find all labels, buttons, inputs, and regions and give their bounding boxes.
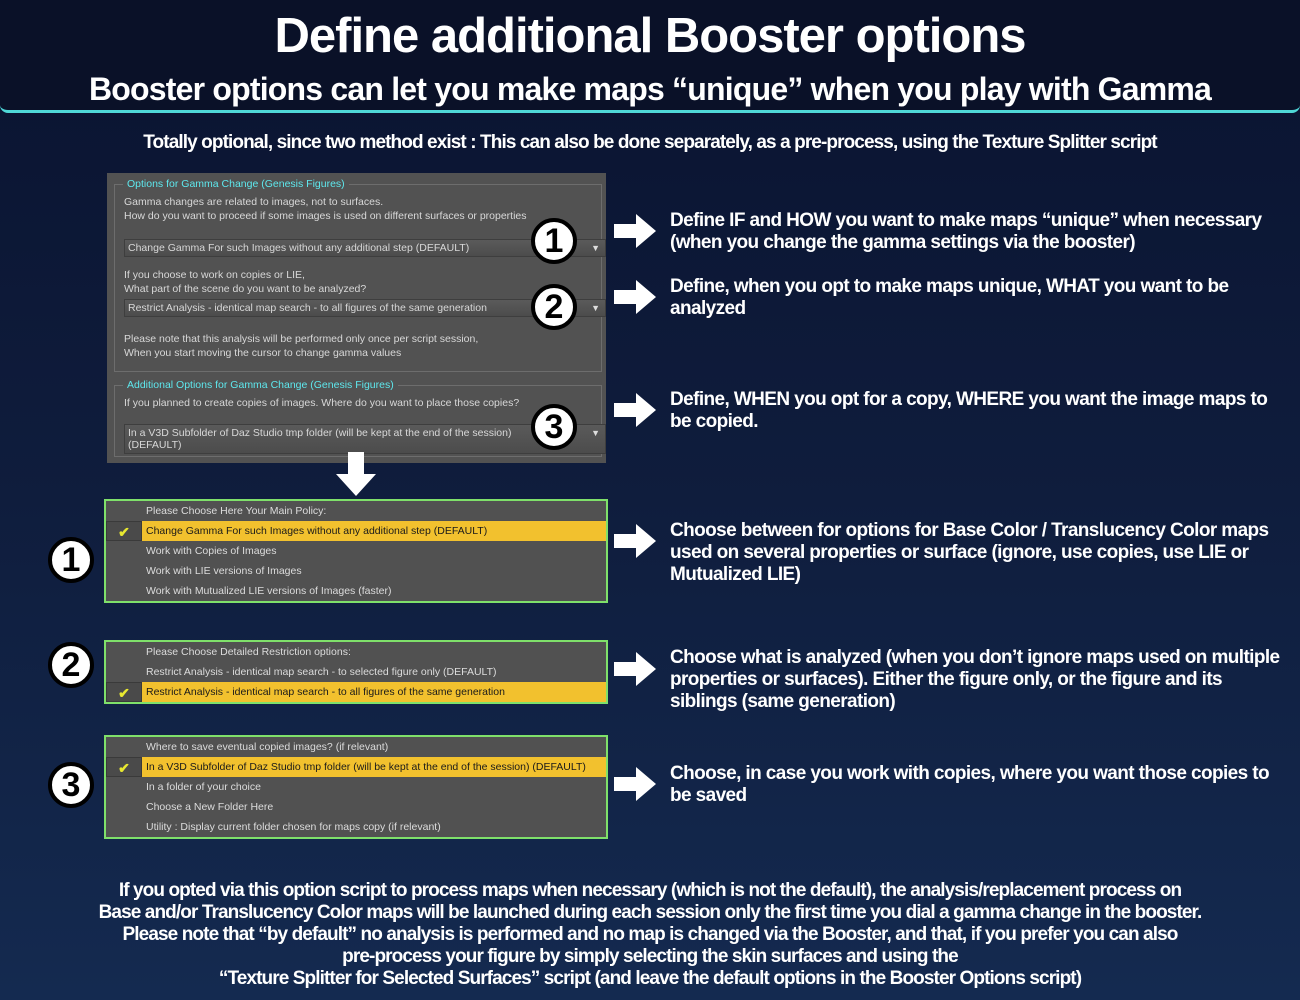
footer-line: pre-process your figure by simply select… bbox=[342, 946, 959, 967]
arrow-right-icon bbox=[614, 214, 656, 248]
arrow-right-icon bbox=[614, 652, 656, 686]
footer-line: “Texture Splitter for Selected Surfaces”… bbox=[218, 968, 1082, 989]
copy-location-dropdown[interactable]: In a V3D Subfolder of Daz Studio tmp fol… bbox=[124, 424, 606, 454]
options-dialog: Options for Gamma Change (Genesis Figure… bbox=[107, 173, 606, 463]
note-menu-3: Choose, in case you work with copies, wh… bbox=[670, 763, 1270, 806]
group-title: Options for Gamma Change (Genesis Figure… bbox=[123, 178, 349, 190]
number-badge-3: 3 bbox=[531, 404, 577, 450]
label: What part of the scene do you want to be… bbox=[124, 283, 367, 295]
dropdown-value: In a V3D Subfolder of Daz Studio tmp fol… bbox=[128, 427, 512, 451]
menu-header: Please Choose Here Your Main Policy: bbox=[146, 505, 327, 517]
menu-item-label: Change Gamma For such Images without any… bbox=[146, 525, 488, 537]
footer-line: If you opted via this option script to p… bbox=[118, 880, 1182, 901]
chevron-down-icon: ▼ bbox=[591, 243, 600, 253]
policy-dropdown[interactable]: Change Gamma For such Images without any… bbox=[124, 239, 606, 257]
menu-item[interactable]: Restrict Analysis - identical map search… bbox=[146, 666, 497, 678]
page-title: Define additional Booster options bbox=[274, 9, 1026, 63]
arrow-down-icon bbox=[336, 452, 376, 496]
page-subtitle: Booster options can let you make maps “u… bbox=[88, 71, 1212, 107]
menu-item[interactable]: Work with LIE versions of Images bbox=[146, 565, 302, 577]
note-dialog-3: Define, WHEN you opt for a copy, WHERE y… bbox=[670, 389, 1268, 432]
number-badge-3: 3 bbox=[48, 762, 94, 808]
intro-text: Totally optional, since two method exist… bbox=[143, 132, 1157, 153]
header-banner bbox=[0, 0, 1300, 113]
note-dialog-1: Define IF and HOW you want to make maps … bbox=[670, 210, 1262, 253]
restriction-dropdown[interactable]: Restrict Analysis - identical map search… bbox=[124, 299, 606, 317]
number-badge-1: 1 bbox=[48, 537, 94, 583]
checkmark-icon: ✔ bbox=[106, 682, 142, 702]
arrow-right-icon bbox=[614, 767, 656, 801]
chevron-down-icon: ▼ bbox=[591, 428, 600, 438]
number-badge-2: 2 bbox=[48, 642, 94, 688]
number-badge-1: 1 bbox=[531, 218, 577, 264]
menu-item[interactable]: Work with Copies of Images bbox=[146, 545, 277, 557]
note-menu-1: Choose between for options for Base Colo… bbox=[670, 520, 1269, 585]
chevron-down-icon: ▼ bbox=[591, 303, 600, 313]
footer-line: Base and/or Translucency Color maps will… bbox=[98, 902, 1203, 923]
menu-item[interactable]: Work with Mutualized LIE versions of Ima… bbox=[146, 585, 392, 597]
footer-text: If you opted via this option script to p… bbox=[0, 880, 1300, 990]
label: Please note that this analysis will be p… bbox=[124, 333, 479, 345]
arrow-right-icon bbox=[614, 524, 656, 558]
restriction-menu: Please Choose Detailed Restriction optio… bbox=[104, 640, 608, 704]
copy-location-menu: Where to save eventual copied images? (i… bbox=[104, 735, 608, 839]
arrow-right-icon bbox=[614, 280, 656, 314]
menu-item[interactable]: Utility : Display current folder chosen … bbox=[146, 821, 441, 833]
menu-header: Where to save eventual copied images? (i… bbox=[146, 741, 389, 753]
menu-item-label: Restrict Analysis - identical map search… bbox=[146, 686, 505, 698]
main-policy-menu: Please Choose Here Your Main Policy: ✔ Ch… bbox=[104, 499, 608, 603]
dropdown-value: Restrict Analysis - identical map search… bbox=[128, 302, 487, 314]
label: Gamma changes are related to images, not… bbox=[124, 196, 384, 208]
menu-item[interactable]: In a folder of your choice bbox=[146, 781, 261, 793]
menu-header: Please Choose Detailed Restriction optio… bbox=[146, 646, 351, 658]
label: If you planned to create copies of image… bbox=[124, 397, 520, 409]
footer-line: Please note that “by default” no analysi… bbox=[122, 924, 1179, 945]
menu-item-label: In a V3D Subfolder of Daz Studio tmp fol… bbox=[146, 761, 586, 773]
menu-item-selected[interactable]: ✔ Restrict Analysis - identical map searc… bbox=[106, 682, 606, 702]
label: If you choose to work on copies or LIE, bbox=[124, 269, 305, 281]
label: How do you want to proceed if some image… bbox=[124, 210, 527, 222]
arrow-right-icon bbox=[614, 393, 656, 427]
menu-item-selected[interactable]: ✔ Change Gamma For such Images without an… bbox=[106, 521, 606, 541]
menu-item-selected[interactable]: ✔ In a V3D Subfolder of Daz Studio tmp fo… bbox=[106, 757, 606, 777]
checkmark-icon: ✔ bbox=[106, 757, 142, 777]
checkmark-icon: ✔ bbox=[106, 521, 142, 541]
note-dialog-2: Define, when you opt to make maps unique… bbox=[670, 276, 1229, 319]
label: When you start moving the cursor to chan… bbox=[124, 347, 402, 359]
gamma-options-group: Options for Gamma Change (Genesis Figure… bbox=[114, 178, 606, 372]
dropdown-value: Change Gamma For such Images without any… bbox=[128, 242, 470, 254]
group-title: Additional Options for Gamma Change (Gen… bbox=[123, 379, 398, 391]
additional-options-group: Additional Options for Gamma Change (Gen… bbox=[114, 379, 606, 457]
number-badge-2: 2 bbox=[531, 284, 577, 330]
note-menu-2: Choose what is analyzed (when you don’t … bbox=[670, 647, 1280, 712]
menu-item[interactable]: Choose a New Folder Here bbox=[146, 801, 274, 813]
